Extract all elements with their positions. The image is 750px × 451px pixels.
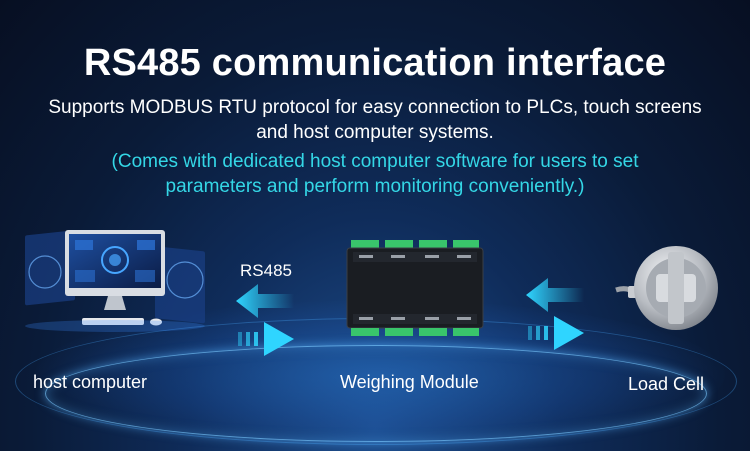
page-title: RS485 communication interface — [83, 42, 667, 84]
host-computer-illustration — [25, 230, 205, 332]
arrow-to-cell — [528, 316, 584, 350]
weighing-module-label: Weighing Module — [340, 372, 479, 392]
host-computer-label: host computer — [33, 372, 148, 392]
arrow-from-cell — [526, 278, 584, 312]
subtitle-line-2: and host computer systems. — [256, 122, 494, 143]
note-line-2: parameters and perform monitoring conven… — [165, 176, 585, 197]
note-line-1: (Comes with dedicated host computer soft… — [111, 151, 639, 172]
arrow-to-module — [238, 322, 294, 356]
rs485-label: RS485 — [240, 261, 292, 280]
load-cell-illustration — [615, 246, 718, 330]
weighing-module-illustration — [346, 240, 484, 336]
platform-ring — [45, 345, 707, 442]
arrow-to-host — [236, 284, 294, 318]
load-cell-label: Load Cell — [628, 374, 705, 394]
subtitle-line-1: Supports MODBUS RTU protocol for easy co… — [48, 97, 702, 118]
